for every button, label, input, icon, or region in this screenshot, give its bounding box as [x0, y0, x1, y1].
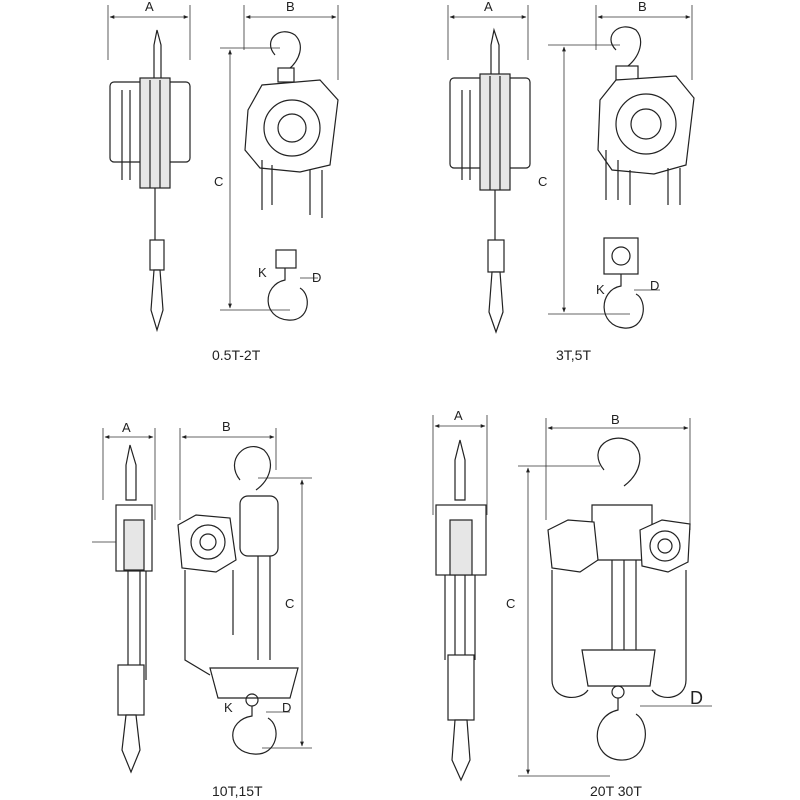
panel-20t-30t: A B C D — [432, 408, 712, 799]
panel-10t-15t: A B C K — [92, 419, 312, 799]
front-view: B C D — [506, 412, 712, 777]
dimension-k-label: K — [224, 700, 233, 715]
side-view: A — [107, 0, 191, 333]
dimension-c-label: C — [214, 174, 223, 189]
dimension-a-label: A — [145, 0, 154, 14]
dimension-k-label: K — [258, 265, 267, 280]
dimension-d-label: D — [650, 278, 659, 293]
side-view: A — [92, 420, 156, 774]
side-view: A — [432, 408, 488, 782]
dimension-c-label: C — [538, 174, 547, 189]
panel-0-5t-2t: A B C — [107, 0, 339, 363]
panel-caption: 20T 30T — [590, 783, 642, 799]
dimension-a-label: A — [484, 0, 493, 14]
dimension-b-label: B — [286, 0, 295, 14]
front-view: B C K D — [538, 0, 695, 329]
dimension-d-label: D — [690, 688, 703, 708]
dimension-a-label: A — [122, 420, 131, 435]
front-view: B C K D — [214, 0, 339, 321]
panel-3t-5t: A B C — [447, 0, 695, 363]
dimension-d-label: D — [312, 270, 321, 285]
panel-caption: 3T,5T — [556, 347, 591, 363]
side-view: A — [447, 0, 531, 334]
dimension-b-label: B — [222, 419, 231, 434]
dimension-d-label: D — [282, 700, 291, 715]
panel-caption: 0.5T-2T — [212, 347, 261, 363]
dimension-b-label: B — [638, 0, 647, 14]
panel-caption: 10T,15T — [212, 783, 263, 799]
front-view: B C K D — [177, 419, 312, 755]
dimension-c-label: C — [506, 596, 515, 611]
dimension-a-label: A — [454, 408, 463, 423]
dimension-c-label: C — [285, 596, 294, 611]
dimension-b-label: B — [611, 412, 620, 427]
dimension-k-label: K — [596, 282, 605, 297]
